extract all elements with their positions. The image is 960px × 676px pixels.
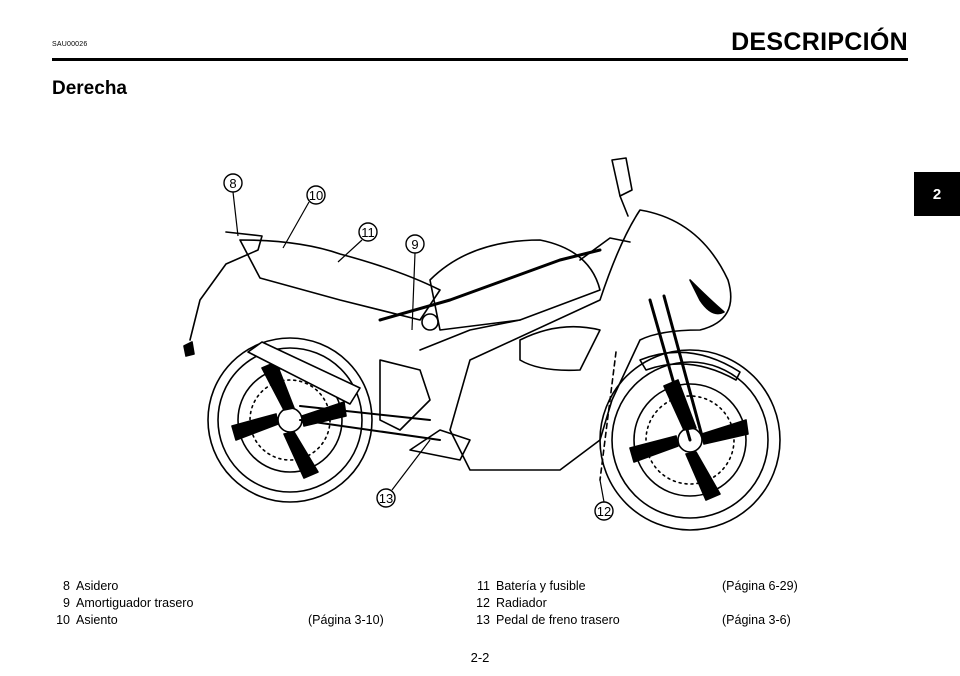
legend-number: 13 bbox=[476, 613, 490, 627]
callout-13: 13 bbox=[376, 439, 431, 508]
callout-11: 11 bbox=[337, 222, 378, 263]
svg-text:9: 9 bbox=[411, 237, 418, 252]
legend-label: Amortiguador trasero bbox=[76, 596, 194, 610]
svg-text:12: 12 bbox=[597, 504, 611, 519]
page-number: 2-2 bbox=[470, 650, 490, 665]
section-code: SAU00026 bbox=[52, 41, 88, 48]
callout-9: 9 bbox=[405, 234, 425, 331]
legend-number: 12 bbox=[476, 596, 490, 610]
callout-12: 12 bbox=[594, 479, 614, 521]
svg-text:10: 10 bbox=[309, 188, 323, 203]
legend-left: 8 Asidero 9 Amortiguador trasero 10 Asie… bbox=[52, 578, 392, 629]
callout-10: 10 bbox=[282, 185, 326, 249]
svg-text:8: 8 bbox=[229, 176, 236, 191]
page-title: DESCRIPCIÓN bbox=[731, 28, 908, 56]
legend-label: Pedal de freno trasero bbox=[496, 613, 620, 627]
header-rule bbox=[52, 58, 908, 61]
legend-item: 8 Asidero bbox=[52, 578, 392, 595]
legend-page[interactable]: (Página 3-10) bbox=[308, 613, 384, 627]
svg-text:13: 13 bbox=[379, 491, 393, 506]
rear-wheel bbox=[207, 337, 373, 503]
legend-label: Asidero bbox=[76, 579, 119, 593]
svg-text:11: 11 bbox=[361, 225, 375, 240]
legend-number: 9 bbox=[63, 596, 70, 610]
legend-page[interactable]: (Página 3-6) bbox=[722, 613, 791, 627]
legend-number: 10 bbox=[56, 613, 70, 627]
legend-page[interactable]: (Página 6-29) bbox=[722, 579, 798, 593]
legend-right: 11 Batería y fusible (Página 6-29) 12 Ra… bbox=[472, 578, 852, 629]
legend-item: 13 Pedal de freno trasero (Página 3-6) bbox=[472, 612, 852, 629]
legend-item: 10 Asiento (Página 3-10) bbox=[52, 612, 392, 629]
legend-item: 11 Batería y fusible (Página 6-29) bbox=[472, 578, 852, 595]
legend-number: 8 bbox=[63, 579, 70, 593]
legend-label: Batería y fusible bbox=[496, 579, 586, 593]
legend-label: Asiento bbox=[76, 613, 118, 627]
chapter-tab[interactable]: 2 bbox=[914, 172, 960, 216]
section-subtitle: Derecha bbox=[52, 78, 127, 99]
legend-item: 9 Amortiguador trasero bbox=[52, 595, 392, 612]
legend-item: 12 Radiador bbox=[472, 595, 852, 612]
legend-label: Radiador bbox=[496, 596, 547, 610]
callout-8: 8 bbox=[223, 173, 243, 237]
legend-number: 11 bbox=[477, 579, 490, 593]
